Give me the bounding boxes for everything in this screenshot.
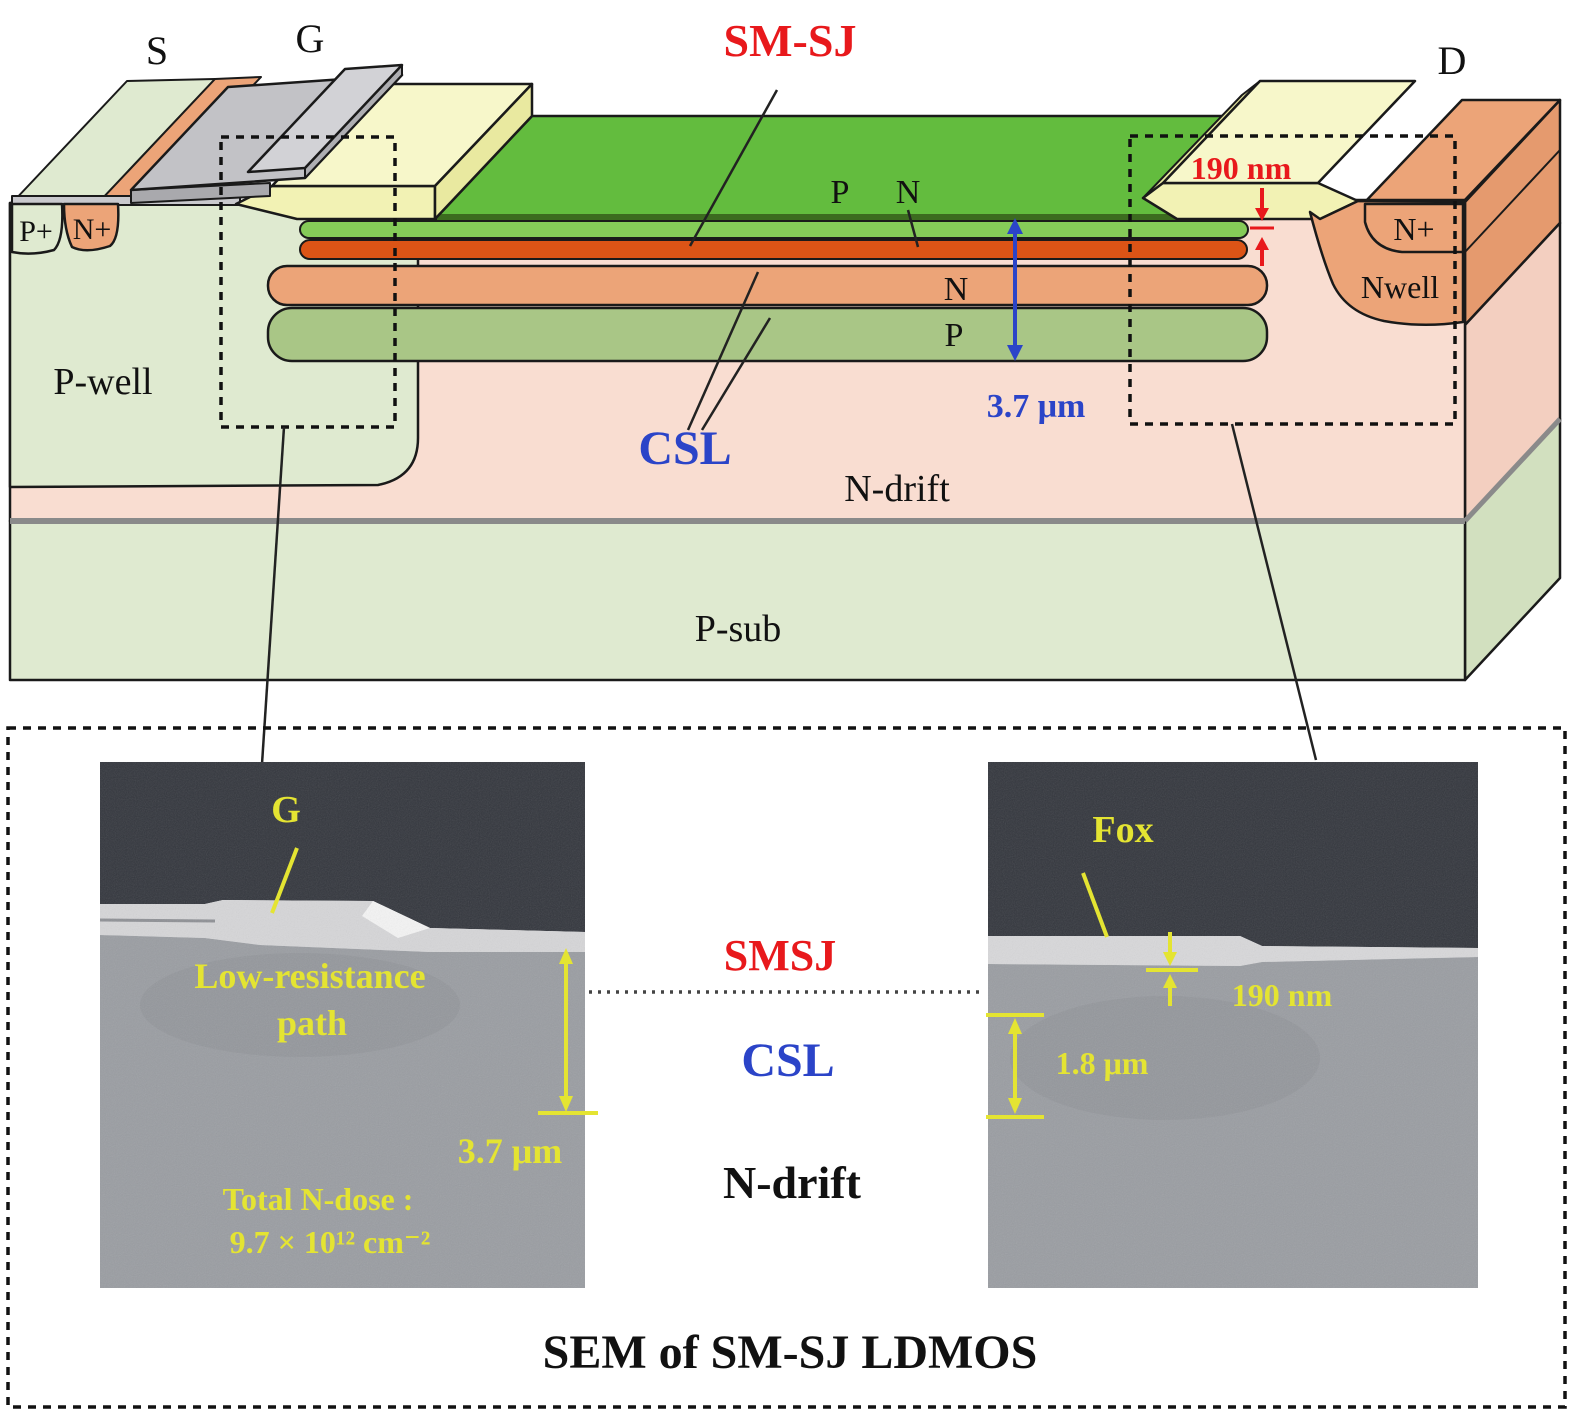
label-csl-n: N xyxy=(944,271,969,308)
dashed-box-left xyxy=(219,135,397,429)
right-sem-190nm-arrows xyxy=(1146,932,1198,1006)
device-3d-diagram: S G D SM-SJ 190 nm P N P+ N+ N+ Nwell N … xyxy=(8,15,1562,765)
fox-left-side xyxy=(433,82,534,221)
label-surface-p: P xyxy=(831,174,850,211)
label-surface-n: N xyxy=(896,174,921,211)
sem-panel-border xyxy=(6,726,1567,1409)
csl-n-bar xyxy=(266,264,1269,307)
pointer-csl-2 xyxy=(700,317,772,431)
right-sem-fox-label: Fox xyxy=(1092,809,1153,851)
nplus-side-edge xyxy=(1464,149,1561,253)
surface-oxide-strip xyxy=(11,195,241,206)
left-sem-image: G 3.7 μm Low-resistance path Total N-dos… xyxy=(99,762,598,1288)
gate-front-face xyxy=(130,182,271,204)
sem-caption: SEM of SM-SJ LDMOS xyxy=(543,1326,1038,1379)
depth-arrow-37um xyxy=(1007,218,1023,361)
buried-layers xyxy=(266,220,1269,363)
label-37um: 3.7 μm xyxy=(987,388,1086,425)
pplus-contact-box xyxy=(10,202,64,255)
left-sem-depth-arrow xyxy=(538,948,598,1115)
dashed-box-right xyxy=(1128,134,1457,426)
right-sem-image: Fox 190 nm 1.8 μm xyxy=(986,762,1478,1288)
label-190nm: 190 nm xyxy=(1191,150,1292,186)
label-nwell: Nwell xyxy=(1361,269,1439,305)
right-sem-18um-label: 1.8 μm xyxy=(1056,1045,1149,1081)
right-sem-fox-pointer xyxy=(1081,872,1109,938)
sem-csl-label: CSL xyxy=(741,1034,834,1087)
left-sem-gate-label: G xyxy=(271,789,301,831)
sem-ndrift-label: N-drift xyxy=(723,1157,862,1208)
nplus-source-box xyxy=(62,202,120,252)
left-sem-dose-1: Total N-dose : xyxy=(223,1181,414,1217)
oxide-step-arrows xyxy=(1250,188,1274,266)
title-smsj: SM-SJ xyxy=(724,15,857,66)
diagram-labels: S G D SM-SJ 190 nm P N P+ N+ N+ Nwell N … xyxy=(19,15,1466,650)
left-sem-depth-label: 3.7 μm xyxy=(458,1131,562,1171)
sem-panel: G 3.7 μm Low-resistance path Total N-dos… xyxy=(6,726,1567,1409)
left-sem-lowres-1: Low-resistance xyxy=(194,956,425,996)
sem-smsj-label: SMSJ xyxy=(724,931,836,980)
surface-structures xyxy=(10,63,1465,327)
label-psub: P-sub xyxy=(695,608,782,650)
diagram-annotations xyxy=(219,89,1457,765)
connector-right-sem xyxy=(1230,423,1318,761)
left-sem-lowres-2: path xyxy=(277,1003,347,1043)
psub-front xyxy=(8,519,1467,682)
label-pwell: P-well xyxy=(53,361,152,403)
surface-n-layer xyxy=(299,239,1248,260)
label-gate: G xyxy=(296,16,325,61)
right-sem-18um-arrow xyxy=(986,1013,1044,1119)
label-csl-p: P xyxy=(945,317,964,354)
connector-left-sem xyxy=(260,426,286,765)
nplus-drain-box xyxy=(1363,202,1465,254)
label-ndrift: N-drift xyxy=(844,468,950,510)
label-csl: CSL xyxy=(638,422,731,475)
left-sem-dose-2: 9.7 × 10¹² cm⁻² xyxy=(230,1224,431,1260)
surface-p-strip xyxy=(299,220,1249,239)
label-nplus-drain: N+ xyxy=(1393,211,1434,247)
sem-middle-labels: SMSJ CSL N-drift xyxy=(589,931,984,1208)
left-sem-noise xyxy=(100,762,585,1288)
left-sem-gate-pointer xyxy=(270,847,299,914)
label-nplus-source: N+ xyxy=(73,213,112,246)
label-pplus: P+ xyxy=(19,215,53,248)
pointer-smsj xyxy=(688,89,779,247)
right-sem-noise xyxy=(988,762,1478,1288)
ndrift-psub-boundary-side xyxy=(1463,417,1562,523)
fox-right-front xyxy=(1141,181,1360,221)
label-drain: D xyxy=(1438,38,1467,83)
pointer-surface-n xyxy=(906,209,920,248)
right-sem-190nm-label: 190 nm xyxy=(1232,977,1333,1013)
pointer-csl-1 xyxy=(686,271,760,431)
csl-p-bar xyxy=(266,306,1269,363)
label-source: S xyxy=(146,28,168,73)
gate-ridge-top xyxy=(246,63,404,174)
fox-right-top xyxy=(1161,79,1417,185)
